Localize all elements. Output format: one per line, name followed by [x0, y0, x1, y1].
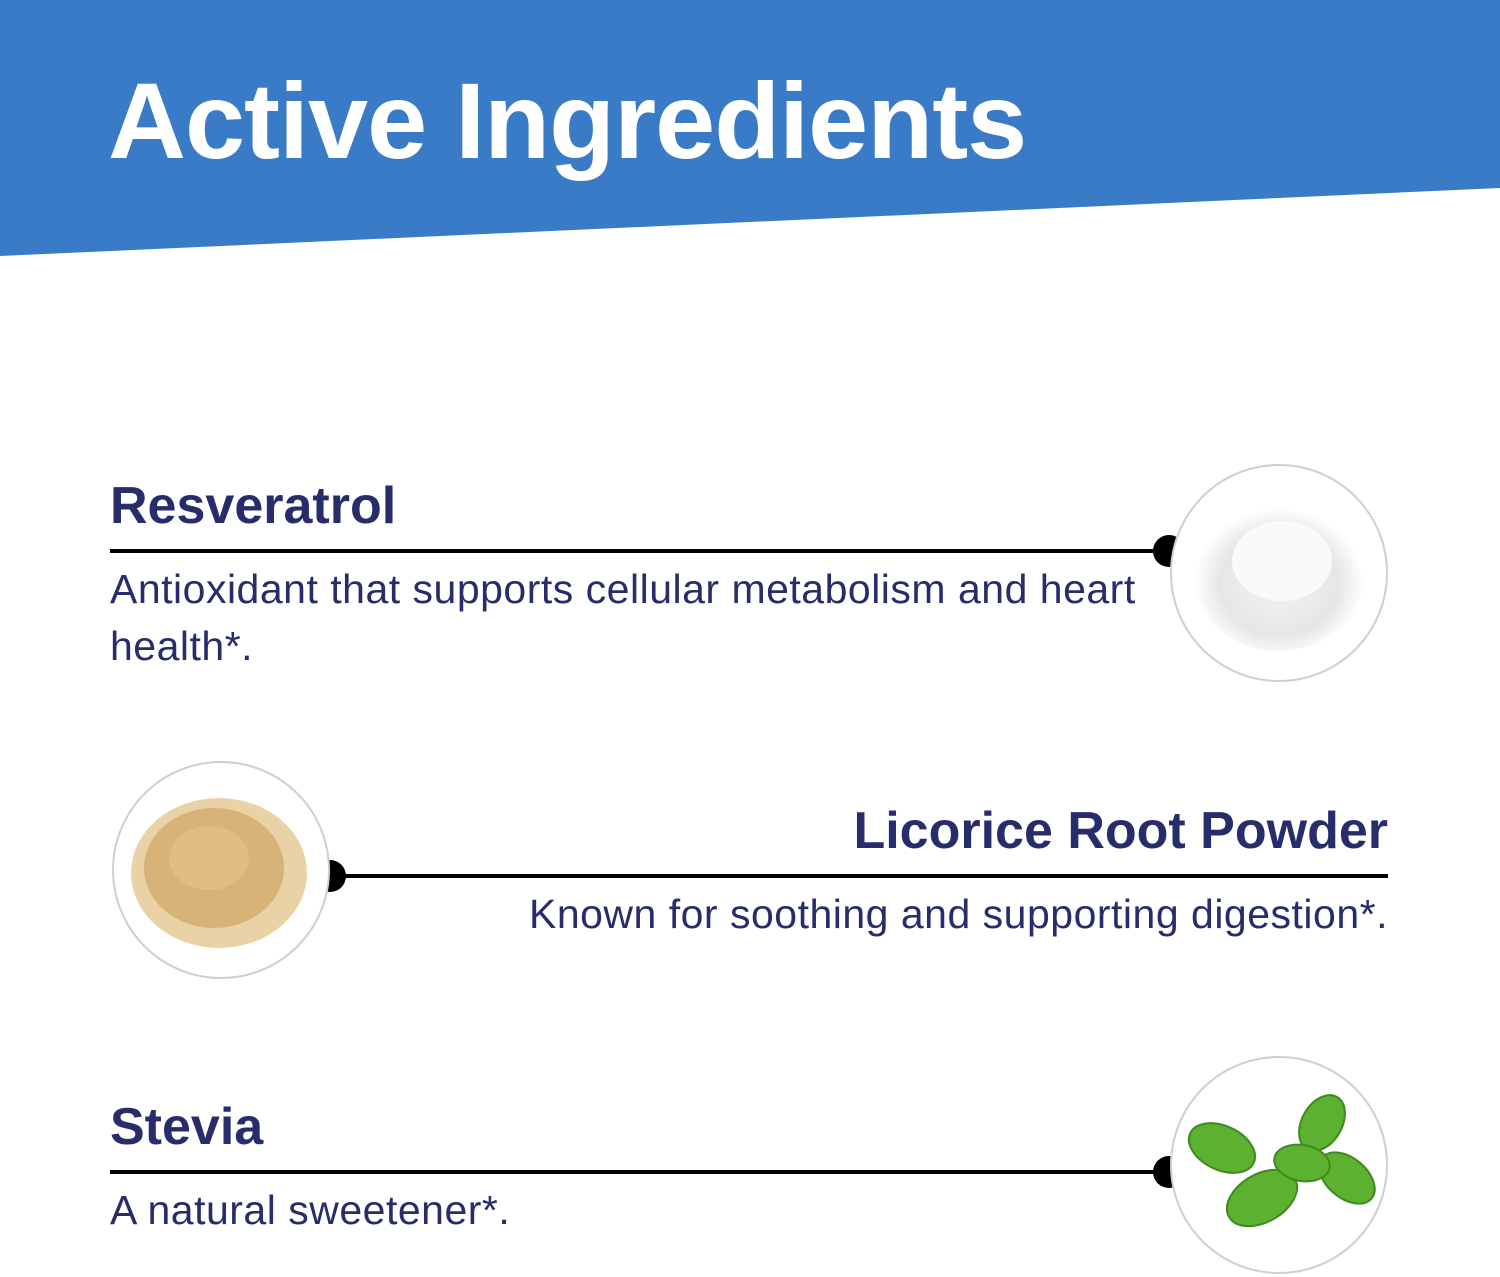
white-powder-icon [1170, 464, 1388, 682]
page-title: Active Ingredients [108, 60, 1027, 181]
header-banner [0, 0, 1500, 256]
stevia-leaves-icon [1170, 1056, 1388, 1274]
ingredient-heading-resveratrol: Resveratrol [110, 477, 397, 535]
divider-line [110, 1170, 1170, 1174]
tan-powder-icon [112, 761, 330, 979]
divider-line [110, 549, 1170, 553]
ingredient-description-licorice: Known for soothing and supporting digest… [528, 891, 1388, 937]
ingredient-description-resveratrol: Antioxidant that supports cellular metab… [110, 566, 1136, 669]
ingredient-description-stevia: A natural sweetener*. [110, 1187, 511, 1233]
ingredient-heading-licorice: Licorice Root Powder [853, 802, 1388, 860]
divider-line [330, 874, 1388, 878]
ingredient-heading-stevia: Stevia [110, 1098, 264, 1156]
